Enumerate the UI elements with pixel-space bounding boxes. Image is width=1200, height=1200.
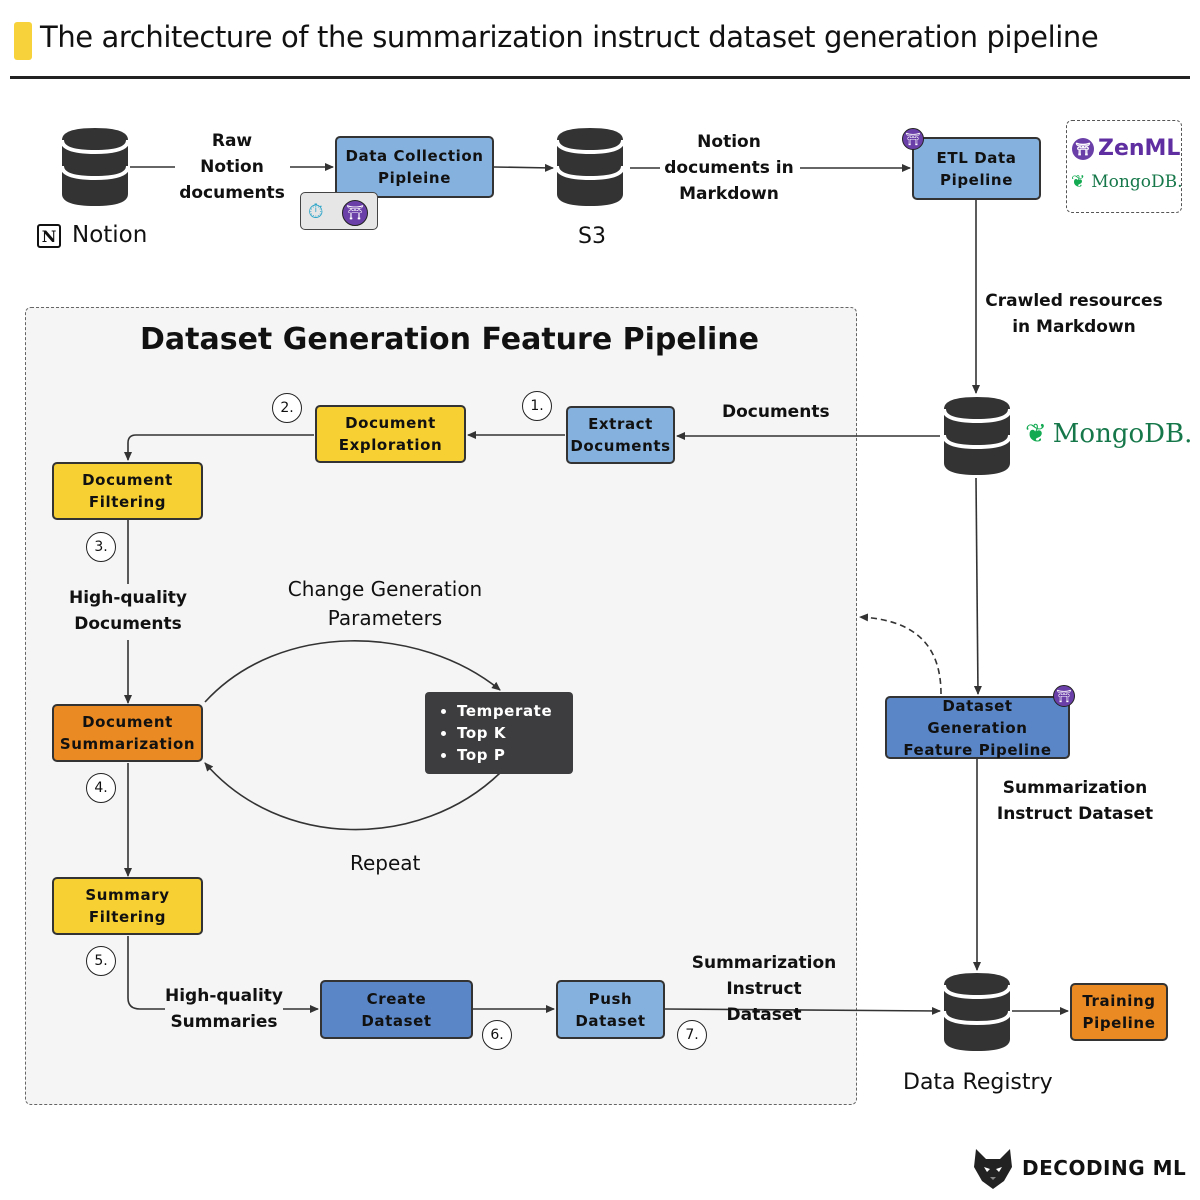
etl-zenml-badge: ⛩ [902,128,924,150]
tools-logo-box [1066,120,1182,213]
title-accent-bar [14,22,32,60]
create-dataset-box: Create Dataset [320,980,473,1039]
step-marker-2: 2. [272,393,302,423]
arrow-dataset-gen-to-panel [859,613,942,695]
step-marker-3: 3. [86,532,116,562]
notion-icon: N [37,224,61,248]
title-divider [10,76,1190,79]
mongodb-leaf-icon: ❦ [1071,172,1086,192]
notion-markdown-label: Notion documents in Markdown [664,132,794,204]
extract-documents-box: Extract Documents [566,406,675,464]
push-dataset-box: Push Dataset [556,980,665,1039]
data-collection-box: Data Collection Pipleine [335,136,494,198]
documents-label: Documents [722,402,830,422]
crawled-resources-label: Crawled resources in Markdown [985,291,1163,337]
arrow-mongodb-to-dataset-gen [973,477,982,695]
repeat-label: Repeat [350,851,421,875]
generation-params-box: Temperate Top K Top P [425,692,573,774]
change-params-label: Change Generation Parameters [287,577,483,630]
dataset-gen-zenml-badge: ⛩ [1053,685,1075,707]
arrow-summarization-to-params [204,640,501,703]
step-marker-5: 5. [86,946,116,976]
document-exploration-box: Document Exploration [315,405,466,463]
arrow-push-to-registry [664,1006,941,1015]
stopwatch-icon: ⏱ [308,199,324,223]
arrow-summary-filtering-to-hq-summaries [127,936,165,1010]
param-top-p: Top P [457,744,563,766]
summary-filtering-box: Summary Filtering [52,877,203,935]
notion-database-icon [60,128,130,206]
hq-documents-label: High-quality Documents [69,588,187,634]
registry-database-icon [942,973,1012,1051]
param-top-k: Top K [457,722,563,744]
etl-box: ETL Data Pipeline [912,137,1041,200]
page-title: The architecture of the summarization in… [40,20,1099,54]
raw-notion-label: Raw Notion documents [179,131,285,203]
arrow-exploration-to-filtering [124,434,314,461]
s3-label: S3 [578,224,606,249]
notion-label: Notion [72,222,148,248]
hq-summaries-label: High-quality Summaries [165,986,283,1032]
document-summarization-box: Document Summarization [52,704,203,762]
step-marker-6: 6. [482,1020,512,1050]
data-registry-label: Data Registry [903,1070,1053,1095]
panel-title: Dataset Generation Feature Pipeline [140,322,759,357]
arrow-collection-to-s3 [493,163,554,172]
brand-name: DECODING ML [1022,1156,1187,1180]
param-temperate: Temperate [457,700,563,722]
dataset-generation-box: Dataset Generation Feature Pipeline [885,696,1070,759]
decoding-ml-brand: DECODING ML [970,1145,1186,1191]
summarization-instruct-label-left: Summarization Instruct Dataset [691,953,837,1025]
zenml-logo: ⛩ZenML [1072,136,1180,161]
zenml-mark-icon: ⛩ [1072,138,1094,160]
training-pipeline-box: Training Pipeline [1070,983,1168,1041]
s3-database-icon [555,128,625,206]
mongodb-logo: ❦MongoDB. [1025,419,1193,449]
summarization-instruct-label-right: Summarization Instruct Dataset [996,778,1154,824]
mongodb-leaf-icon: ❦ [1025,419,1047,449]
step-marker-1: 1. [522,391,552,421]
zenml-icon: ⛩ [342,200,368,226]
document-filtering-box: Document Filtering [52,462,203,520]
wolf-icon [974,1149,1012,1189]
arrow-params-repeat [204,762,501,831]
mongodb-database-icon [942,397,1012,475]
mongodb-logo-small: ❦MongoDB. [1071,172,1183,192]
step-marker-7: 7. [677,1020,707,1050]
step-marker-4: 4. [86,773,116,803]
